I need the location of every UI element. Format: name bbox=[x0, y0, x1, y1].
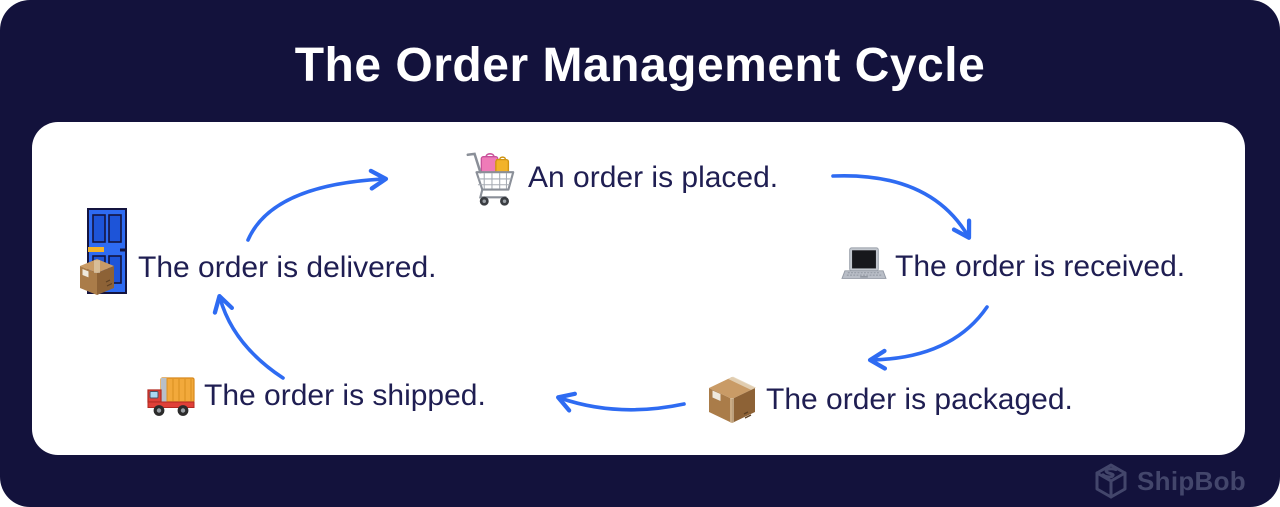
step-order-packaged: The order is packaged. bbox=[706, 374, 1073, 426]
delivery-truck-icon bbox=[147, 377, 195, 416]
step-label: An order is placed. bbox=[528, 161, 779, 194]
brand-wordmark: ShipBob bbox=[1137, 465, 1246, 496]
laptop-icon bbox=[841, 247, 887, 279]
step-order-received: The order is received. bbox=[841, 246, 1185, 288]
brand-logo: ShipBob bbox=[1094, 463, 1246, 499]
step-label: The order is shipped. bbox=[204, 379, 486, 412]
step-order-delivered: The order is delivered. bbox=[80, 207, 436, 299]
shopping-cart-icon bbox=[466, 152, 515, 206]
step-order-shipped: The order is shipped. bbox=[146, 374, 486, 418]
step-label: The order is delivered. bbox=[138, 251, 437, 284]
step-order-placed: An order is placed. bbox=[462, 147, 778, 209]
package-box-icon bbox=[709, 376, 756, 423]
shipbob-box-logo-icon bbox=[1095, 463, 1127, 499]
page-title: The Order Management Cycle bbox=[294, 39, 986, 92]
step-label: The order is received. bbox=[895, 250, 1186, 283]
step-label: The order is packaged. bbox=[766, 383, 1073, 416]
door-with-package-icon bbox=[80, 208, 127, 295]
